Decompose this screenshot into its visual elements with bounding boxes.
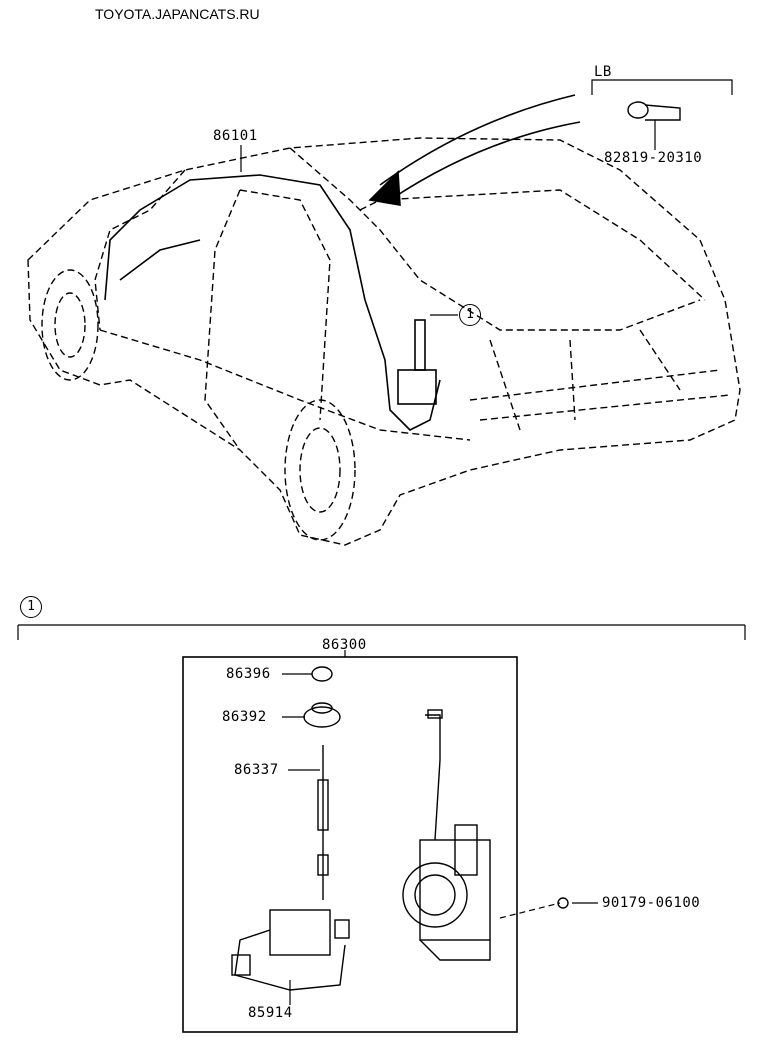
leader-lines <box>17 79 746 1005</box>
part-label-90179-06100: 90179-06100 <box>602 895 701 911</box>
part-label-86396: 86396 <box>226 666 271 682</box>
section-1-marker: 1 <box>20 596 42 618</box>
part-label-86337: 86337 <box>234 762 279 778</box>
part-label-86392: 86392 <box>222 709 267 725</box>
clip-part <box>627 101 681 121</box>
watermark: TOYOTA.JAPANCATS.RU <box>95 6 260 22</box>
assembly-box <box>182 656 518 1033</box>
antenna-parts <box>231 666 491 991</box>
lb-label: LB <box>594 64 612 80</box>
part-label-86101: 86101 <box>213 128 258 144</box>
callout-1: 1 <box>459 304 481 326</box>
part-label-85914: 85914 <box>248 1005 293 1021</box>
car-outline <box>27 137 741 546</box>
arrow-lb <box>368 94 581 206</box>
part-label-82819-20310: 82819-20310 <box>604 150 703 166</box>
nut-part <box>557 897 569 909</box>
wire-harness <box>104 174 441 431</box>
part-label-86300: 86300 <box>322 637 367 653</box>
